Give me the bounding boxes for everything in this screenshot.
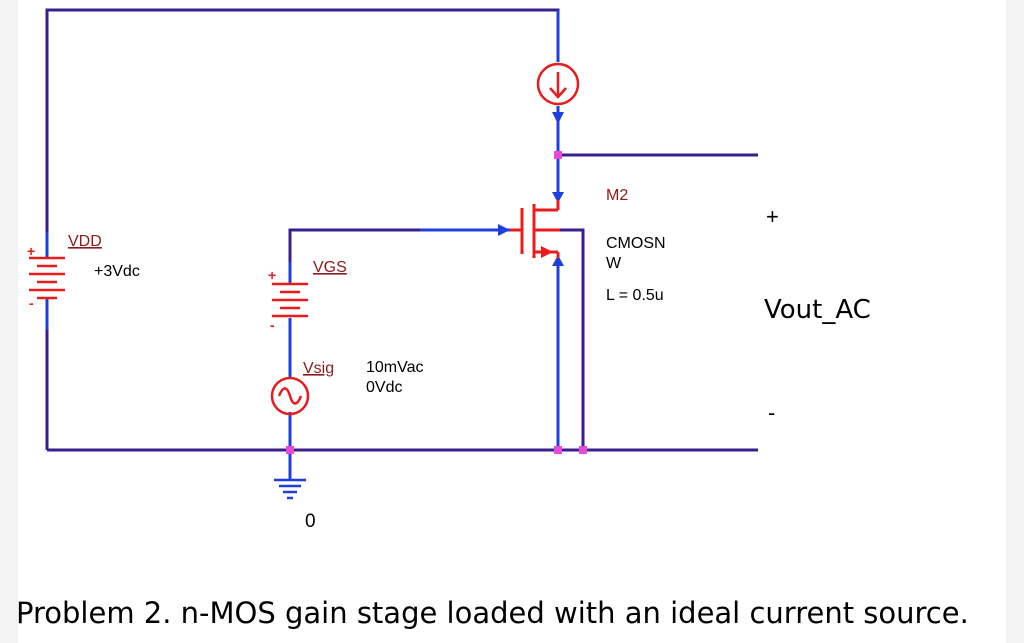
mos-model-label: CMOSN <box>606 235 666 252</box>
mos-source-arrow <box>541 246 553 258</box>
vsig-source-symbol <box>270 376 310 416</box>
source-arrow <box>552 255 564 266</box>
vsig-circle <box>270 376 310 416</box>
current-source-arrow-head <box>549 87 567 99</box>
vsig-dc-label: 0Vdc <box>366 379 402 396</box>
figure-caption: Problem 2. n-MOS gain stage loaded with … <box>16 596 969 630</box>
node-ground-vsig <box>286 446 294 454</box>
gate-arrow <box>498 224 510 236</box>
vsig-sine <box>277 387 303 405</box>
current-source-circle <box>536 62 580 106</box>
mos-width-label: W <box>606 255 622 272</box>
vsig-name-label: Vsig <box>303 360 334 377</box>
vgs-minus-sign: - <box>270 317 275 333</box>
junction-nodes <box>286 151 587 454</box>
vgs-battery-symbol <box>272 282 308 318</box>
current-source-symbol <box>536 62 580 106</box>
wire-gate <box>288 228 500 262</box>
vdd-name-label: VDD <box>68 233 102 250</box>
isource-arrow <box>552 112 564 124</box>
vgs-plus-sign: + <box>268 267 276 283</box>
wire-body <box>560 228 585 450</box>
mos-length-label: L = 0.5u <box>606 287 664 304</box>
output-plus-label: + <box>766 204 779 229</box>
pin-arrows <box>498 112 564 266</box>
right-margin-bar <box>1006 0 1024 643</box>
left-margin-bar <box>0 0 18 643</box>
wires <box>45 8 758 452</box>
node-drain <box>554 151 562 159</box>
ground-node-label: 0 <box>305 511 316 532</box>
vsig-ac-label: 10mVac <box>366 359 424 376</box>
node-ground-source <box>554 446 562 454</box>
node-ground-body <box>579 446 587 454</box>
vdd-plus-sign: + <box>27 243 35 259</box>
vdd-minus-sign: - <box>29 295 34 311</box>
vdd-battery-symbol <box>29 256 65 300</box>
ground-symbol <box>274 478 306 500</box>
wire-top-loop <box>45 8 560 232</box>
drain-arrow <box>552 192 564 203</box>
pin-segments <box>45 10 560 480</box>
vgs-name-label: VGS <box>313 259 347 276</box>
nmos-transistor-symbol <box>510 200 560 258</box>
output-name-label: Vout_AC <box>764 295 871 325</box>
output-minus-label: - <box>768 400 775 425</box>
mos-name-label: M2 <box>606 187 628 204</box>
vdd-value-label: +3Vdc <box>94 263 140 280</box>
